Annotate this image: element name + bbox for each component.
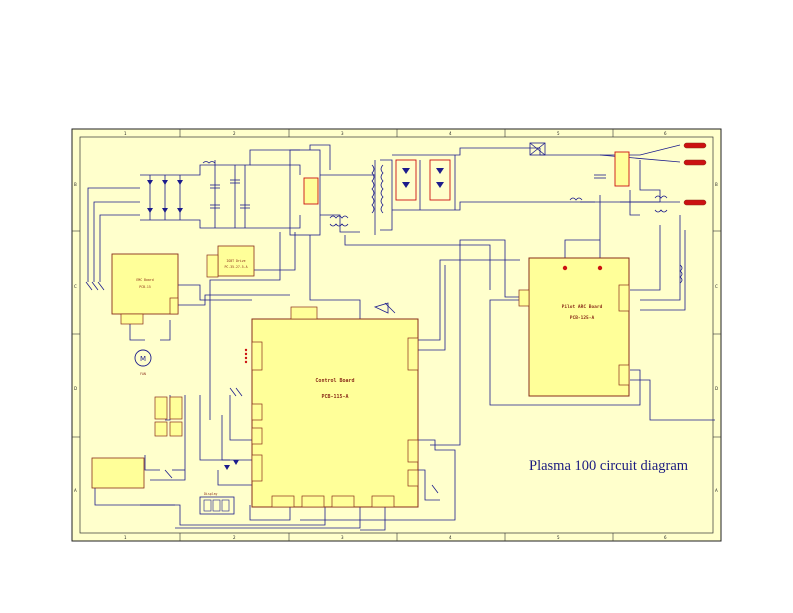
torch-icon	[373, 302, 396, 314]
col-label-4: 4	[449, 131, 452, 136]
grid-ticks	[72, 129, 721, 541]
rectifier-diodes	[147, 168, 444, 470]
col-label-3: 3	[341, 131, 344, 136]
fan-label: FAN	[140, 372, 146, 376]
col-label-4-bottom: 4	[449, 535, 452, 540]
capacitors	[210, 174, 606, 209]
igbt-board-name: IGBT Drive	[226, 259, 245, 263]
row-label-d-right: D	[715, 386, 718, 391]
igbt-board-model: PC-35-27-5-A	[224, 265, 247, 269]
control-board-model: PCB-115-A	[321, 394, 348, 400]
switches	[85, 281, 439, 494]
pilot-board-model: PCB-125-A	[570, 315, 595, 321]
row-label-a-right: A	[715, 488, 718, 493]
row-label-b: B	[74, 182, 77, 187]
igbt-modules	[303, 151, 630, 205]
pilot-board-name: Pilot ARC Board	[562, 304, 603, 310]
emc-board-name: EMC Board	[136, 278, 153, 282]
display-label: Display	[204, 492, 218, 496]
row-label-c-right: C	[715, 284, 718, 289]
col-label-1: 1	[124, 131, 127, 136]
row-label-a: A	[74, 488, 77, 493]
terminal-pins	[244, 265, 603, 364]
row-label-d: D	[74, 386, 77, 391]
hf-board	[91, 457, 145, 489]
col-label-3-bottom: 3	[341, 535, 344, 540]
display-module: Display	[199, 492, 235, 515]
igbt-drive-board: IGBT Drive PC-35-27-5-A	[217, 245, 255, 277]
col-label-5-bottom: 5	[557, 535, 560, 540]
transformers	[202, 161, 683, 284]
row-label-c: C	[74, 284, 77, 289]
emc-board: EMC Board PCB-15	[111, 253, 179, 315]
control-board-name: Control Board	[315, 378, 354, 384]
row-label-b-right: B	[715, 182, 718, 187]
svg-text:M: M	[140, 355, 146, 363]
output-terminals	[683, 142, 707, 206]
col-label-6: 6	[664, 131, 667, 136]
connectors	[120, 254, 630, 508]
grid-labels: 1 2 3 4 5 6 1 2 3 4 5 6 B C D A B C D A	[74, 131, 718, 540]
emc-board-model: PCB-15	[139, 285, 151, 289]
col-label-6-bottom: 6	[664, 535, 667, 540]
wiring	[87, 144, 715, 531]
col-label-5: 5	[557, 131, 560, 136]
col-label-2-bottom: 2	[233, 535, 236, 540]
col-label-2: 2	[233, 131, 236, 136]
pilot-arc-board: Pilot ARC Board PCB-125-A	[528, 257, 630, 397]
fan-icon: M FAN	[134, 349, 152, 376]
control-board: Control Board PCB-115-A	[251, 318, 419, 508]
diagram-title: Plasma 100 circuit diagram	[529, 458, 689, 474]
gas-valve-icon	[529, 142, 546, 156]
col-label-1-bottom: 1	[124, 535, 127, 540]
